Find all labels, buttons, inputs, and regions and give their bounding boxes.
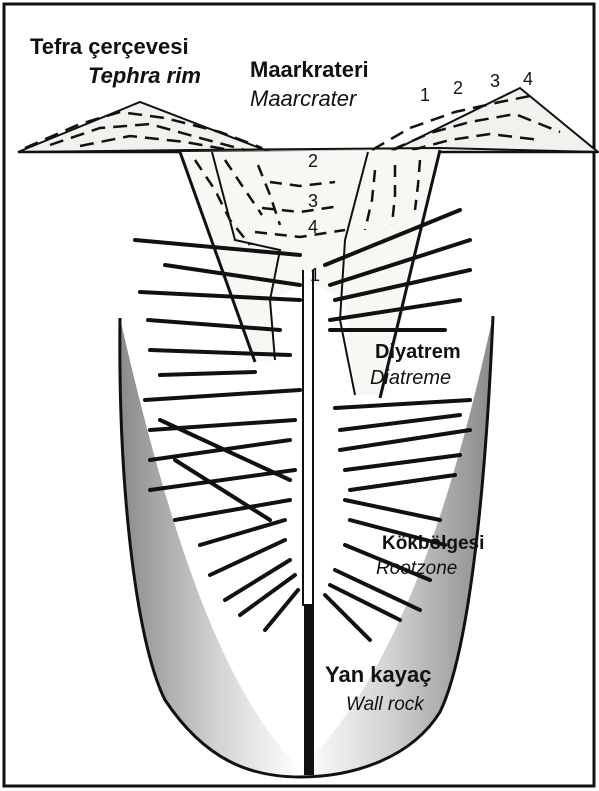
wall-rock-label-en: Wall rock — [346, 695, 424, 714]
maar-crater-label-tr: Maarkrateri — [250, 59, 369, 81]
tephra-rim-label-tr: Tefra çerçevesi — [30, 36, 189, 58]
diatreme-label-tr: Diyatrem — [375, 342, 461, 362]
rim-stage-4: 4 — [523, 70, 533, 88]
feeder-dyke — [304, 605, 314, 775]
pipe-stage-4: 4 — [308, 218, 318, 236]
root-zone-label-tr: Kökbölgesi — [382, 534, 484, 553]
maar-crater-label-en: Maarcrater — [250, 88, 356, 110]
feeder-conduit — [303, 270, 313, 605]
diatreme-label-en: Diatreme — [370, 368, 451, 388]
rim-stage-2: 2 — [453, 79, 463, 97]
pipe-stage-3: 3 — [308, 192, 318, 210]
rim-stage-1: 1 — [420, 86, 430, 104]
tephra-rim-label-en: Tephra rim — [88, 65, 201, 87]
root-zone-label-en: Rootzone — [376, 559, 457, 578]
wall-rock-label-tr: Yan kayaç — [325, 664, 431, 686]
pipe-stage-1: 1 — [310, 266, 320, 284]
pipe-stage-2: 2 — [308, 152, 318, 170]
rim-stage-3: 3 — [490, 72, 500, 90]
